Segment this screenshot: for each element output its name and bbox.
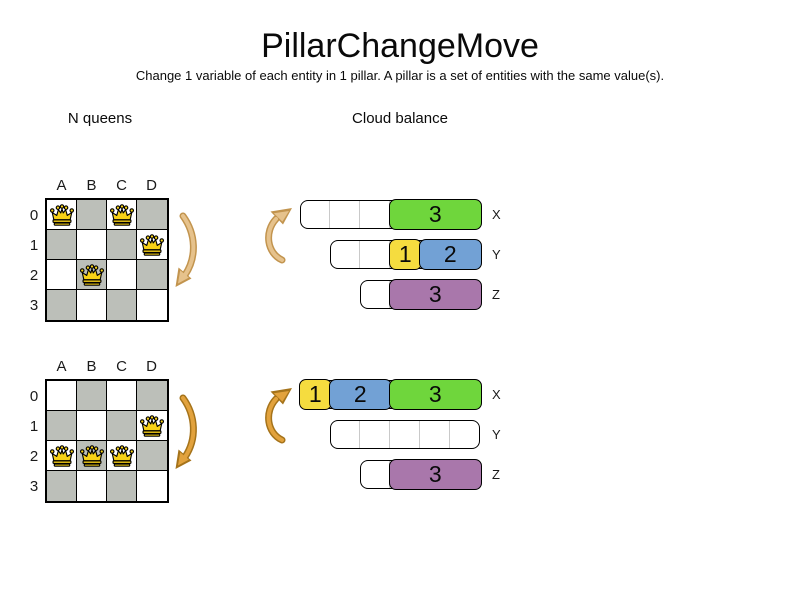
board-row-label: 0 [29,206,39,224]
page-title: PillarChangeMove [261,27,539,65]
board-row-label: 2 [29,447,39,465]
board-cell-B3 [77,471,107,501]
computer-bar-y [330,420,480,449]
board-cell-A3 [47,290,77,320]
board-column-label: A [56,177,68,194]
queen-icon [49,203,74,226]
board-cell-C3 [107,471,137,501]
board-cell-D3 [137,471,167,501]
queen-icon [79,444,104,467]
process-block-blue: 2 [419,239,482,270]
board-cell-C3 [107,290,137,320]
board-cell-C2 [107,260,137,290]
board-cell-B1 [77,230,107,260]
bar-label-x: X [492,387,501,402]
board-cell-B2 [77,441,107,471]
board-cell-A0 [47,381,77,411]
board-cell-D1 [137,230,167,260]
capacity-divider [329,201,330,228]
capacity-divider [359,201,360,228]
bar-label-z: Z [492,467,500,482]
process-block-yellow: 1 [389,239,422,270]
cloud-balance-heading: Cloud balance [352,110,448,127]
board-cell-C1 [107,411,137,441]
capacity-divider [419,421,420,448]
queen-icon [49,444,74,467]
capacity-divider [389,421,390,448]
capacity-divider [359,421,360,448]
queen-icon [139,233,165,256]
process-block-purple: 3 [389,459,482,490]
board-row-label: 1 [29,236,39,254]
board-cell-C2 [107,441,137,471]
board-cell-B0 [77,381,107,411]
board-cell-B2 [77,260,107,290]
computer-bar-z: 3 [360,459,482,490]
board-column-label: C [116,177,128,194]
bar-label-y: Y [492,427,501,442]
process-block-purple: 3 [389,279,482,310]
queen-icon [109,203,134,226]
board-cell-A2 [47,260,77,290]
move-arrow-icon [262,386,302,444]
bar-label-y: Y [492,247,501,262]
board-column-label: D [146,358,158,375]
chessboard-before: A B C D 0 1 2 3 [30,177,169,322]
board-cell-D3 [137,290,167,320]
capacity-divider [449,421,450,448]
board-column-label: A [56,358,68,375]
board-cell-A2 [47,441,77,471]
board-cell-D2 [137,260,167,290]
nqueens-heading: N queens [67,110,133,127]
board-row-label: 3 [29,296,39,314]
bar-label-z: Z [492,287,500,302]
queen-icon [109,444,134,467]
chessboard-after: A B C D 0 1 2 3 [30,358,169,503]
board-column-label: B [86,358,98,375]
board-cell-D0 [137,200,167,230]
board-row-label: 1 [29,417,39,435]
board-grid [45,379,169,503]
board-cell-D1 [137,411,167,441]
board-cell-A1 [47,230,77,260]
board-grid [45,198,169,322]
bar-label-x: X [492,207,501,222]
move-arrow-icon [170,392,204,472]
computer-bar-x: 3 [300,199,482,230]
board-row-label: 2 [29,266,39,284]
board-cell-A0 [47,200,77,230]
move-arrow-icon [262,206,302,264]
process-block-green: 3 [389,379,482,410]
queen-icon [139,414,165,437]
computer-bar-z: 3 [360,279,482,310]
board-cell-B1 [77,411,107,441]
board-row-label: 0 [29,387,39,405]
process-block-blue: 2 [329,379,392,410]
board-cell-D0 [137,381,167,411]
board-row-label: 3 [29,477,39,495]
process-block-green: 3 [389,199,482,230]
board-cell-A1 [47,411,77,441]
capacity-divider [359,241,360,268]
board-cell-A3 [47,471,77,501]
board-cell-C1 [107,230,137,260]
board-cell-B3 [77,290,107,320]
board-cell-C0 [107,381,137,411]
board-column-label: B [86,177,98,194]
process-block-yellow: 1 [299,379,332,410]
board-column-label: C [116,358,128,375]
board-cell-C0 [107,200,137,230]
board-column-label: D [146,177,158,194]
queen-icon [79,263,104,286]
board-cell-B0 [77,200,107,230]
page-subtitle: Change 1 variable of each entity in 1 pi… [135,68,665,83]
move-arrow-icon [170,210,204,290]
board-cell-D2 [137,441,167,471]
